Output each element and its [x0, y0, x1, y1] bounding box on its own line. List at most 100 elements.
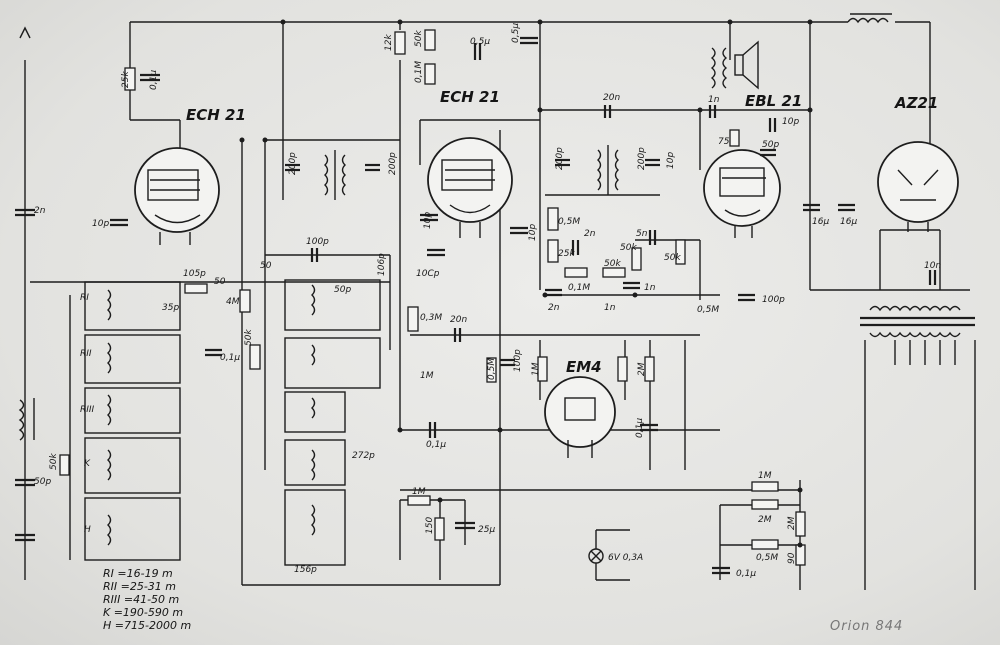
if-transformer-2	[597, 145, 619, 195]
label-c-10p-left: 10p	[92, 219, 109, 229]
tube-label-az21: AZ21	[894, 94, 938, 112]
label-c-5n: 5n	[636, 229, 648, 239]
label-c-50p-ebl: 50p	[762, 140, 779, 150]
label-c-105p-a: 105p	[183, 269, 206, 279]
output-transformer	[710, 47, 728, 89]
label-c-50p-m: 50p	[334, 285, 351, 295]
label-c-100p-em: 100p	[513, 349, 523, 372]
label-r-50k-d: 50k	[664, 253, 681, 263]
label-r-50k-k: 50k	[49, 453, 59, 470]
label-r-1m-bot: 1M	[412, 487, 426, 497]
range-row: RI =16-19 m	[103, 567, 173, 580]
label-c-2n-b: 2n	[584, 229, 596, 239]
label-r-2m-v: 2M	[787, 516, 797, 530]
label-r-1m-r: 1M	[758, 471, 772, 481]
range-row: H =715-2000 m	[103, 619, 191, 632]
label-c-05u-top: 0,5µ	[470, 37, 490, 47]
label-r-25k: 25k	[121, 71, 131, 88]
label-c-200p-c: 200p	[555, 147, 565, 170]
label-r-50k-c: 50k	[620, 243, 637, 253]
tube-label-ebl21: EBL 21	[745, 92, 802, 110]
label-r-01m-top: 0,1M	[414, 61, 424, 83]
label-c-272p: 272p	[352, 451, 375, 461]
tube-label-ech21-right: ECH 21	[440, 88, 500, 106]
label-r-05m-r: 0,5M	[756, 553, 778, 563]
oscillator-coils	[284, 279, 381, 566]
label-c-05u-right: 0,5µ	[511, 23, 521, 43]
tube-label-em4: EM4	[566, 358, 602, 376]
label-r-01m-b: 0,1M	[568, 283, 590, 293]
pilot-lamp-icon	[588, 529, 630, 581]
label-c-16u-a: 16µ	[812, 217, 829, 227]
label-r-12k: 12k	[384, 34, 394, 51]
coil-label-r3: RIII	[80, 405, 95, 415]
label-c-10p-mid2: 10p	[528, 224, 538, 241]
label-c-100p-m: 100p	[306, 237, 329, 247]
range-row: K =190-590 m	[103, 606, 183, 619]
antenna-arrow	[19, 26, 31, 39]
label-c-01u-top: 0,1µ	[149, 70, 159, 90]
label-c-01u-l: 0,1µ	[220, 353, 240, 363]
speaker	[734, 40, 759, 90]
tube-ebl21	[703, 149, 781, 238]
coil-label-h: H	[84, 525, 91, 535]
label-r-2m-em: 2M	[637, 362, 647, 376]
label-c-50: 50	[260, 261, 272, 271]
tube-ech21-right	[427, 137, 513, 238]
component-labels: 25k 0,1µ 12k 50k 0,1M 0,5µ 0,5µ 2n 10p 2…	[34, 23, 941, 579]
label-c-10p-ebl: 10p	[782, 117, 799, 127]
label-c-10p-right: 10p	[666, 152, 676, 169]
label-lamp: 6V 0,3A	[608, 553, 643, 563]
label-r-90: 90	[787, 552, 797, 564]
label-c-01u-em: 0,1µ	[635, 418, 645, 438]
label-c-200p-b: 200p	[388, 152, 398, 175]
junction-dots	[239, 19, 813, 548]
label-c-200p-a: 200p	[288, 152, 298, 175]
tube-ech21-left	[134, 147, 220, 245]
label-c-35p: 35p	[162, 303, 179, 313]
label-r-2m-r: 2M	[758, 515, 772, 525]
label-r-05m-vol: 0,5M	[697, 305, 719, 315]
label-c-16u-b: 16µ	[840, 217, 857, 227]
brand-label: Orion 844	[830, 619, 903, 634]
resistors	[59, 29, 806, 566]
label-c-2n-c: 2n	[548, 303, 560, 313]
label-c-1n-b: 1n	[644, 283, 656, 293]
if-transformer-1	[324, 150, 346, 200]
label-c-50p-ant: 50p	[34, 477, 51, 487]
label-r-05m-a: 0,5M	[558, 217, 580, 227]
label-c-100p-r: 100p	[762, 295, 785, 305]
coil-label-r2: RII	[80, 349, 92, 359]
label-r-50k-top: 50k	[414, 30, 424, 47]
label-c-01u-r: 0,1µ	[736, 569, 756, 579]
tube-az21	[877, 141, 959, 232]
label-c-20n-top: 20n	[603, 93, 620, 103]
range-row: RIII =41-50 m	[103, 593, 179, 606]
label-r-05m-em: 0,5M	[487, 358, 497, 380]
label-r-03m: 0,3M	[420, 313, 442, 323]
label-r-150: 150	[425, 517, 435, 534]
label-c-10p-mid: 10p	[423, 212, 433, 229]
label-r-50: 50	[214, 277, 226, 287]
label-c-20n-m: 20n	[450, 315, 467, 325]
label-pot-1m: 1M	[420, 371, 434, 381]
tube-em4	[544, 376, 616, 458]
wiring	[24, 21, 976, 590]
label-r-25k-b: 25k	[558, 249, 575, 259]
power-transformer	[860, 305, 975, 365]
antenna-coils	[84, 281, 181, 561]
label-r-4m: 4M	[226, 297, 240, 307]
label-c-156p: 156p	[294, 565, 317, 575]
capacitors	[15, 36, 937, 575]
label-c-1n-a: 1n	[604, 303, 616, 313]
coil-label-k: K	[84, 459, 91, 469]
ferrite-rod	[18, 398, 35, 441]
label-r-50k-l: 50k	[244, 329, 254, 346]
label-c-25u: 25µ	[478, 525, 495, 535]
label-r-1m-em: 1M	[531, 362, 541, 376]
choke-coil	[847, 13, 892, 24]
label-c-1n-top: 1n	[708, 95, 720, 105]
tube-label-ech21-left: ECH 21	[186, 106, 246, 124]
